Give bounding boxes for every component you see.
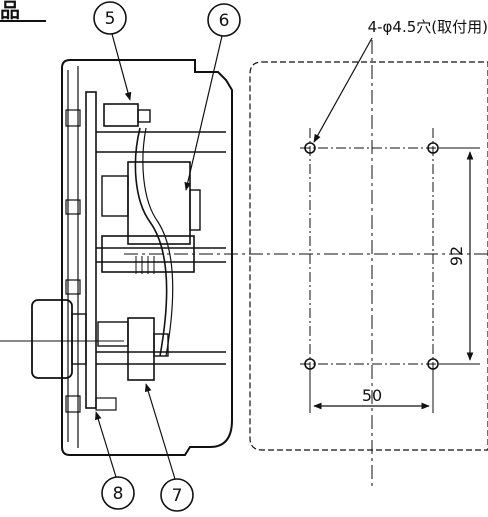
- mount-hole: [427, 142, 439, 154]
- component-5: [103, 103, 139, 127]
- dimension-92-label: 92: [447, 246, 466, 266]
- side-view: [0, 59, 233, 456]
- dimension-50-label: 50: [362, 386, 382, 405]
- callout-7-label: 7: [172, 486, 183, 506]
- callout-8: 8: [95, 411, 135, 510]
- heading-fragment: 品: [0, 0, 20, 22]
- mount-note: 4-φ4.5穴(取付用): [368, 18, 488, 36]
- callout-8-label: 8: [113, 484, 124, 504]
- callout-5: 5: [93, 1, 132, 101]
- mount-hole: [427, 358, 439, 370]
- component-6: [127, 161, 191, 245]
- front-view: [249, 37, 488, 490]
- mount-hole: [304, 142, 316, 154]
- callout-5-label: 5: [105, 9, 116, 29]
- callout-6: 6: [184, 3, 241, 191]
- housing-outline: [61, 59, 233, 456]
- mount-hole: [304, 358, 316, 370]
- component-7: [127, 317, 155, 381]
- mount-note-leader: [313, 37, 373, 143]
- callout-7: 7: [144, 383, 194, 512]
- knob: [31, 299, 73, 379]
- panel-outline: [249, 61, 488, 451]
- callout-6-label: 6: [219, 11, 230, 31]
- mounting-plate: [85, 91, 97, 409]
- wire-harness: [134, 127, 168, 357]
